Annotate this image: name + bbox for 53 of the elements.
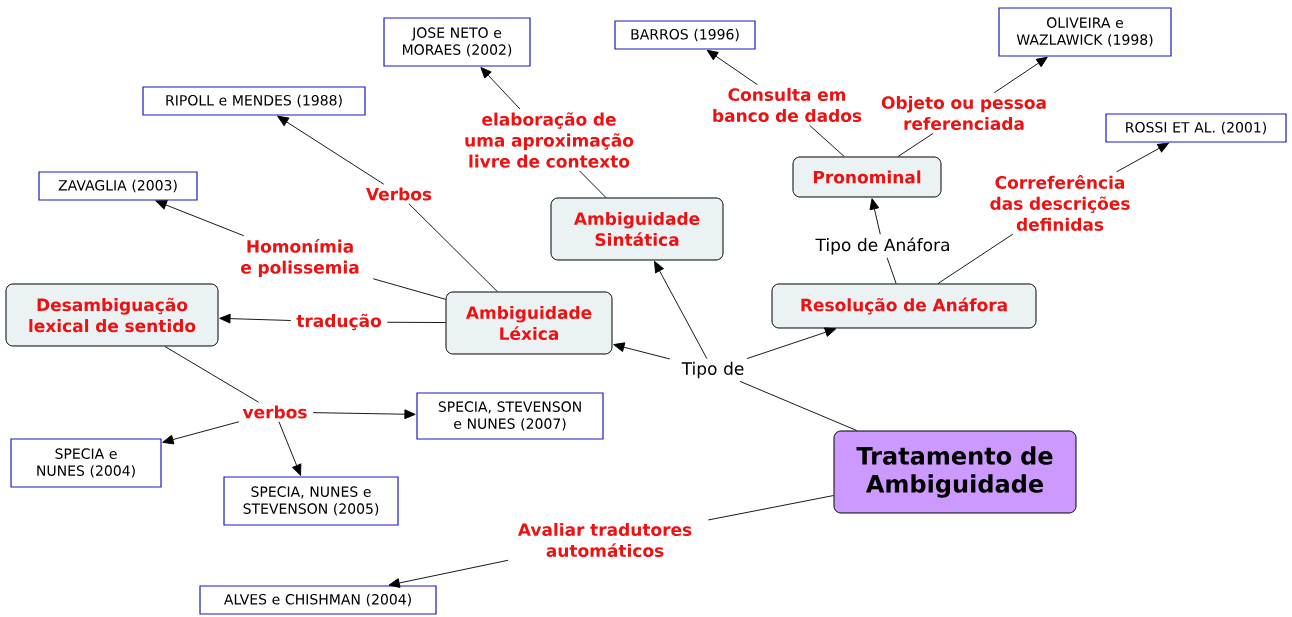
connector-line [809,124,845,157]
arrow [993,56,1048,94]
arrow [706,49,758,86]
arrow [480,67,521,110]
linking-phrase: tradução [296,313,382,331]
arrow [388,559,509,588]
arrow [278,421,302,476]
reference-box: JOSE NETO e MORAES (2002) [383,17,531,67]
reference-box: ALVES e CHISHMAN (2004) [199,585,437,615]
arrow [746,327,837,359]
reference-box: RIPOLL e MENDES (1988) [142,86,366,116]
connector-line [386,321,446,323]
arrow [613,342,671,360]
arrow [219,313,292,324]
concept-box: Ambiguidade Léxica [445,291,613,355]
linking-phrase: verbos [242,405,307,419]
connector-line [164,346,260,403]
reference-box: SPECIA, STEVENSON e NUNES (2007) [416,392,604,440]
connector-line [937,233,1014,284]
linking-phrase: Consulta em banco de dados [713,87,862,123]
arrow [312,409,416,420]
reference-box: BARROS (1996) [614,20,756,50]
reference-box: SPECIA, NUNES e STEVENSON (2005) [223,476,399,526]
linking-phrase: Verbos [366,187,432,201]
arrow [869,198,881,235]
concept-box: Resolução de Anáfora [771,283,1037,329]
connector-line [408,203,498,292]
linking-phrase: Homonímia e polissemia [241,238,359,278]
connector-line [707,495,834,521]
connector-line [739,380,858,431]
connector-line [372,278,446,300]
linking-phrase: elaboração de uma aproximação livre de contexto [465,112,634,168]
linking-phrase: Objeto ou pessoa referenciada [881,95,1046,131]
concept-box: Ambiguidade Sintática [550,197,724,261]
reference-box: ROSSI ET AL. (2001) [1105,113,1287,143]
concept-box: Desambiguação lexical de sentido [5,283,219,347]
reference-box: SPECIA e NUNES (2004) [10,438,162,488]
arrow [162,421,240,445]
arrow [277,115,385,185]
connector-line [897,132,934,157]
arrow [1116,142,1169,173]
linking-phrase: Avaliar tradutores automáticos [517,522,692,558]
reference-box: OLIVEIRA e WAZLAWICK (1998) [998,7,1172,57]
arrow [155,200,245,237]
main-concept-box: Tratamento de Ambiguidade [833,430,1077,514]
connector-line [579,170,607,198]
linking-phrase: Tipo de [681,361,744,379]
concept-box: Pronominal [792,156,942,198]
connector-line [886,257,897,284]
linking-phrase: Correferência das descrições definidas [990,175,1130,231]
linking-phrase: Tipo de Anáfora [815,237,949,255]
reference-box: ZAVAGLIA (2003) [38,171,198,201]
arrow [654,261,708,359]
